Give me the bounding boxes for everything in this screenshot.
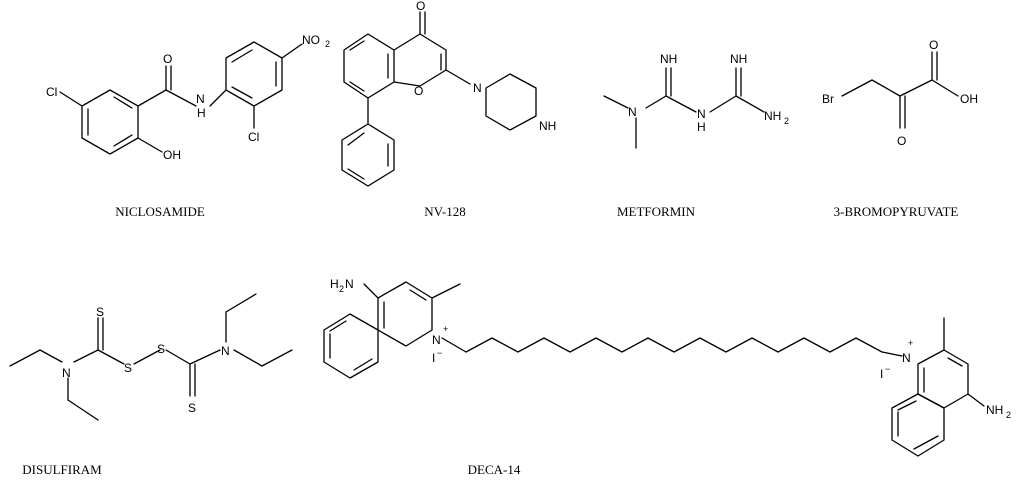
deca14-h2n-h-label: H bbox=[330, 277, 339, 291]
nv128-phenyl-ring bbox=[341, 123, 395, 187]
nv128-caption: NV-128 bbox=[424, 204, 465, 219]
deca14-alkyl-chain bbox=[465, 337, 883, 353]
deca14-i1-label: I bbox=[432, 351, 435, 365]
deca14-n2-plus: + bbox=[908, 338, 913, 348]
bromopyruvate-bottom-o-label: O bbox=[897, 134, 906, 148]
deca14-left-pyridinium-ring bbox=[377, 281, 433, 347]
deca14-i2-label: I bbox=[880, 367, 883, 381]
metformin-caption: METFORMIN bbox=[617, 204, 696, 219]
nv128-piperazine-ring bbox=[485, 73, 537, 131]
deca14-n1-plus: + bbox=[443, 324, 448, 334]
bromopyruvate-structure: Br O OH O bbox=[822, 38, 978, 148]
metformin-mid-h-label: H bbox=[697, 120, 706, 134]
deca14-i2-minus: − bbox=[885, 364, 890, 374]
niclosamide-no-label: NO bbox=[302, 33, 320, 47]
deca14-nh2-subscript: 2 bbox=[1006, 410, 1011, 420]
niclosamide-no2-subscript: 2 bbox=[325, 39, 330, 49]
metformin-structure: NH NH N N H NH 2 bbox=[603, 52, 789, 149]
metformin-mid-n-label: N bbox=[697, 107, 706, 121]
niclosamide-h-label: H bbox=[197, 106, 206, 120]
disulfiram-s3-label: S bbox=[157, 342, 165, 356]
nv128-ring-o-label: O bbox=[414, 84, 423, 98]
niclosamide-structure: Cl O N H NO 2 OH Cl bbox=[46, 33, 330, 162]
niclosamide-ring-left bbox=[81, 89, 139, 155]
nv128-n-label: N bbox=[473, 81, 482, 95]
niclosamide-cl-label: Cl bbox=[46, 85, 57, 99]
metformin-nh2-end-label: NH bbox=[764, 109, 781, 123]
niclosamide-caption: NICLOSAMIDE bbox=[115, 204, 205, 219]
niclosamide-cl2-label: Cl bbox=[248, 130, 259, 144]
niclosamide-ring-right bbox=[225, 41, 283, 107]
disulfiram-n1-label: N bbox=[62, 366, 71, 380]
niclosamide-oh-label: OH bbox=[163, 148, 181, 162]
deca14-caption: DECA-14 bbox=[468, 462, 521, 477]
deca14-right-benzo-ring bbox=[891, 393, 945, 457]
deca14-structure: H 2 N N + I − N + I − NH 2 bbox=[323, 277, 1011, 457]
deca14-n2-label: N bbox=[902, 351, 911, 365]
niclosamide-o-label: O bbox=[163, 52, 172, 66]
nv128-nh-label: NH bbox=[539, 119, 556, 133]
bromopyruvate-oh-label: OH bbox=[960, 92, 978, 106]
deca14-h2n-subscript: 2 bbox=[339, 284, 344, 294]
disulfiram-n2-label: N bbox=[221, 344, 230, 358]
deca14-right-pyridinium-ring bbox=[917, 349, 969, 409]
disulfiram-structure: S S S S N N bbox=[9, 293, 293, 421]
deca14-h2n-n-label: N bbox=[345, 277, 354, 291]
disulfiram-s1-label: S bbox=[96, 305, 104, 319]
deca14-left-benzo-ring bbox=[323, 313, 379, 379]
bromopyruvate-br-label: Br bbox=[822, 92, 834, 106]
metformin-nh2-label: NH bbox=[730, 52, 747, 66]
metformin-n-label: N bbox=[628, 105, 637, 119]
disulfiram-s4-label: S bbox=[188, 401, 196, 415]
nv128-structure: O O N NH bbox=[341, 0, 556, 187]
nv128-keto-o-label: O bbox=[416, 0, 425, 13]
disulfiram-s2-label: S bbox=[124, 361, 132, 375]
metformin-nh1-label: NH bbox=[660, 52, 677, 66]
deca14-n1-label: N bbox=[432, 333, 441, 347]
bromopyruvate-top-o-label: O bbox=[929, 38, 938, 52]
deca14-i1-minus: − bbox=[437, 348, 442, 358]
metformin-nh2-subscript: 2 bbox=[784, 116, 789, 126]
disulfiram-caption: DISULFIRAM bbox=[22, 462, 102, 477]
deca14-nh2-label: NH bbox=[986, 403, 1003, 417]
bromopyruvate-caption: 3-BROMOPYRUVATE bbox=[834, 204, 959, 219]
niclosamide-n-label: N bbox=[196, 92, 205, 106]
nv128-benzo-ring bbox=[343, 33, 395, 99]
